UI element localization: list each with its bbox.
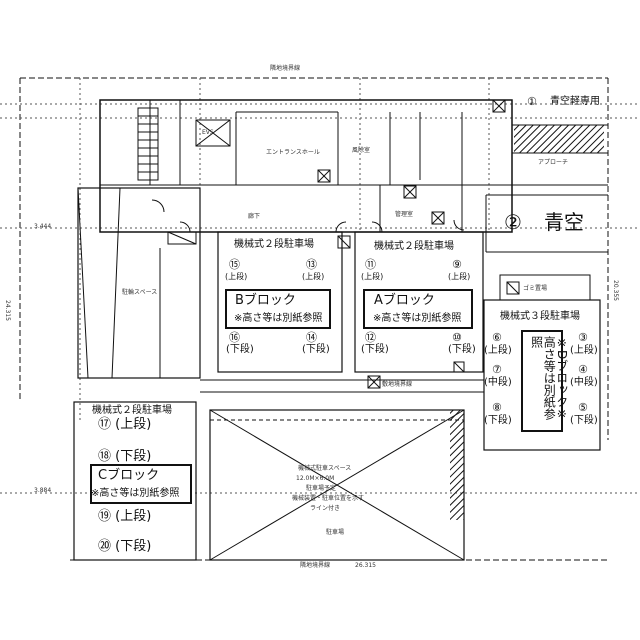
open-parking-number: ②: [504, 210, 522, 234]
block-b-num-14: ⑭: [306, 331, 317, 344]
open-parking-label: 青空: [544, 210, 584, 234]
block-b-name: Bブロック: [235, 293, 296, 308]
light-parking-number: ①: [527, 95, 537, 108]
bike-space-label: 駐輪スペース: [122, 289, 158, 296]
block-b-pos-16: (下段): [226, 344, 254, 355]
approach-label: アプローチ: [538, 159, 569, 166]
block-c-row-18: ⑱ (下段): [98, 449, 152, 464]
block-d-pos-3: (上段): [570, 345, 598, 356]
block-b-header: 機械式２段駐車場: [234, 239, 314, 250]
center-lot-line4: 機械装置・駐車位置を示す: [292, 495, 365, 502]
block-c-row-20: ⑳ (下段): [98, 539, 152, 554]
block-c-header: 機械式２段駐車場: [92, 405, 172, 416]
block-a-pos-9: (上段): [448, 272, 471, 281]
block-a-label-box: Aブロック ※高さ等は別紙参照: [363, 289, 473, 329]
block-a-name: Aブロック: [374, 293, 435, 308]
block-a-num-9: ⑨: [452, 258, 462, 271]
block-a-pos-10: (下段): [448, 344, 476, 355]
block-d-num-5: ⑤: [578, 401, 588, 414]
block-a-header: 機械式２段駐車場: [374, 241, 454, 252]
entrance-hall-label: エントランスホール: [266, 149, 320, 156]
block-c-row-19: ⑲ (上段): [98, 509, 152, 524]
block-d-num-4: ④: [578, 363, 588, 376]
block-d-num-8: ⑧: [492, 401, 502, 414]
windbreak-label: 風除室: [352, 147, 371, 154]
block-d-num-3: ③: [578, 331, 588, 344]
left-lower-dimension: 3.884: [34, 487, 52, 494]
corridor-label: 廊下: [248, 213, 261, 220]
evs-label: EVS: [202, 129, 214, 136]
block-a-note: ※高さ等は別紙参照: [373, 313, 462, 324]
light-parking-label: 青空軽専用: [550, 96, 600, 107]
block-a-pos-11: (上段): [361, 272, 384, 281]
block-b-pos-13: (上段): [302, 272, 325, 281]
parking-space-label: 駐車場: [326, 529, 345, 536]
left-dimension: 24.315: [4, 300, 11, 321]
top-boundary-label: 隣地境界線: [270, 65, 301, 72]
block-c-row-17: ⑰ (上段): [98, 417, 152, 432]
block-d-header: 機械式３段駐車場: [500, 311, 580, 322]
border-note-label: 敷地境界線: [382, 381, 413, 388]
block-d-pos-8: (下段): [484, 415, 512, 426]
block-b-pos-15: (上段): [225, 272, 248, 281]
block-c-note: ※高さ等は別紙参照: [91, 488, 180, 499]
block-d-pos-7: (中段): [484, 377, 512, 388]
bottom-dimension: 26.315: [355, 562, 376, 569]
block-d-pos-5: (下段): [570, 415, 598, 426]
block-b-num-15: ⑮: [229, 258, 240, 271]
block-a-num-10: ⑩: [452, 331, 462, 344]
right-dimension: 20.355: [612, 280, 619, 301]
center-lot-line1: 機械式駐車スペース: [298, 465, 352, 472]
block-d-label-box: ※Dブロック※高さ等は別紙参照: [521, 330, 569, 432]
block-b-label-box: Bブロック ※高さ等は別紙参照: [225, 289, 331, 329]
trash-area-label: ゴミ置場: [523, 285, 548, 292]
block-a-pos-12: (下段): [361, 344, 389, 355]
block-d-num-7: ⑦: [492, 363, 502, 376]
center-lot-line2: 12.0M×6.0M: [296, 475, 335, 482]
center-lot-line5: ライン付き: [310, 505, 341, 512]
block-b-pos-14: (下段): [302, 344, 330, 355]
block-d-name: ※Dブロック※高さ等は別紙参照: [529, 336, 569, 422]
block-b-num-13: ⑬: [306, 258, 317, 271]
block-d-pos-6: (上段): [484, 345, 512, 356]
block-c-name: Cブロック: [98, 468, 160, 483]
bottom-boundary-label: 隣地境界線: [300, 562, 331, 569]
block-d-pos-4: (中段): [570, 377, 598, 388]
block-a-num-11: ⑪: [365, 258, 376, 271]
block-d-num-6: ⑥: [492, 331, 502, 344]
center-lot-line3: 駐車場予定: [306, 485, 337, 492]
block-b-num-16: ⑯: [229, 331, 240, 344]
admin-room-label: 管理室: [395, 211, 414, 218]
left-upper-dimension: 3.444: [34, 223, 52, 230]
stairs-symbol: [137, 107, 159, 181]
block-b-note: ※高さ等は別紙参照: [234, 313, 323, 324]
block-c-label-box: Cブロック ※高さ等は別紙参照: [90, 464, 192, 504]
block-a-num-12: ⑫: [365, 331, 376, 344]
